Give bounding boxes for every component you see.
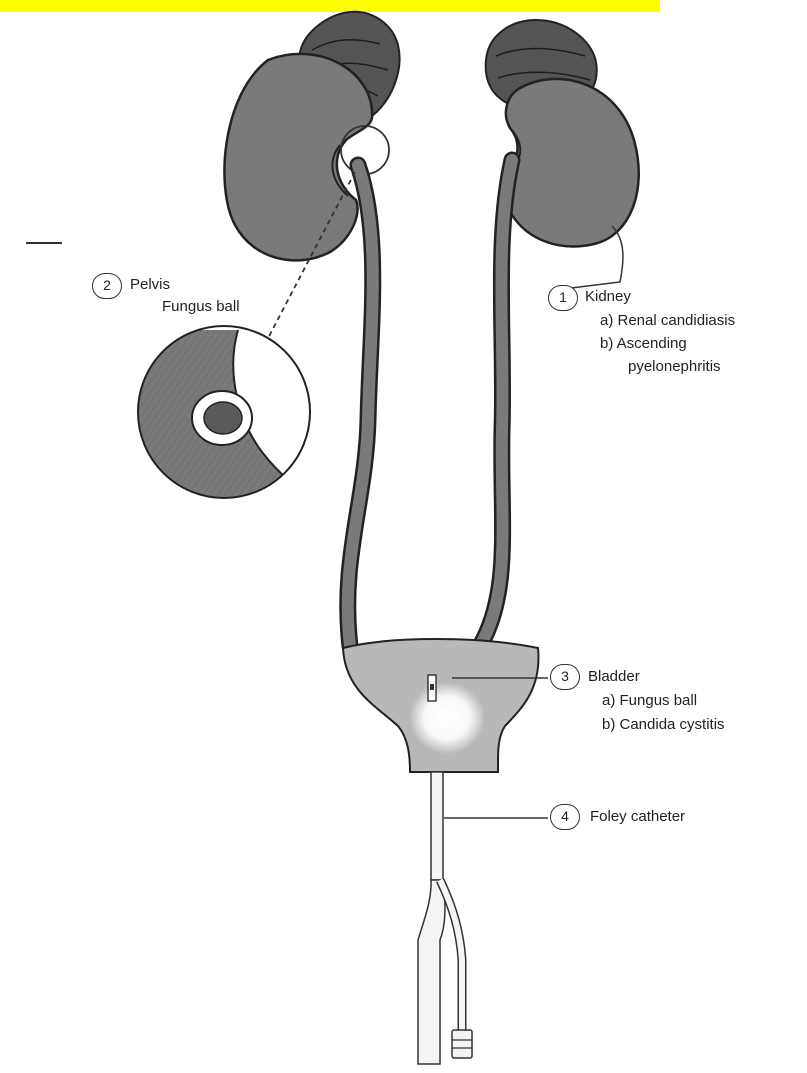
- bladder-item-a: a) Fungus ball: [602, 692, 697, 710]
- foley-catheter-tube: [418, 772, 472, 1064]
- right-kidney: [503, 79, 638, 247]
- callout-number-bladder: 3: [550, 664, 580, 690]
- callout-number-pelvis: 2: [92, 273, 122, 299]
- bladder-glow: [409, 682, 485, 754]
- bladder-item-b: b) Candida cystitis: [602, 716, 725, 734]
- callout-number-kidney: 1: [548, 285, 578, 311]
- foley-catheter-label: Foley catheter: [590, 808, 685, 826]
- kidney-item-a: a) Renal candidiasis: [600, 312, 735, 330]
- left-kidney: [224, 54, 372, 260]
- pelvis-label: Pelvis: [130, 276, 170, 294]
- kidney-label: Kidney: [585, 288, 631, 306]
- kidney-item-b: b) Ascending: [600, 335, 687, 353]
- kidney-item-b-cont: pyelonephritis: [628, 358, 721, 376]
- pelvis-magnified-inset: [130, 326, 320, 510]
- callout-number-catheter: 4: [550, 804, 580, 830]
- fungus-ball-mass: [204, 402, 242, 434]
- bladder-label: Bladder: [588, 668, 640, 686]
- pelvis-fungus-ball-label: Fungus ball: [162, 298, 240, 316]
- header-banner: [0, 0, 660, 12]
